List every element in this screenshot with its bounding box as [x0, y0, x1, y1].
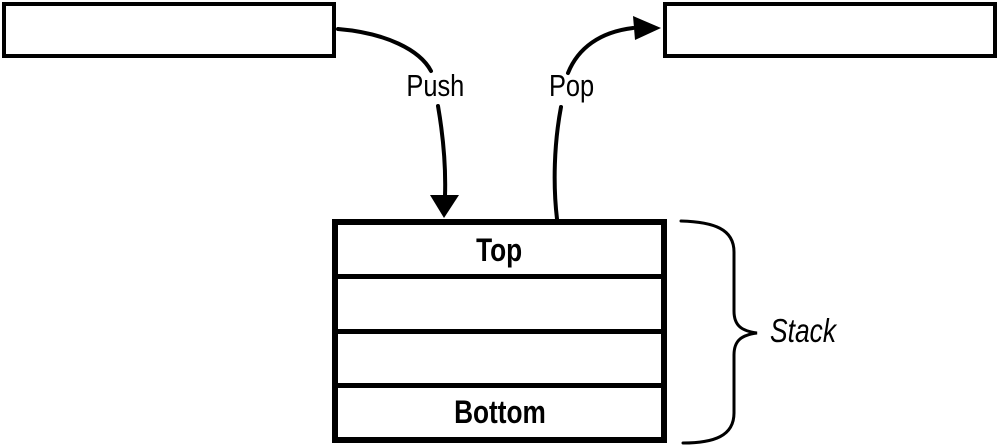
push-arrow-curve-upper — [336, 27, 433, 73]
push-label: Push — [375, 70, 495, 101]
stack-row-empty-1 — [338, 279, 661, 334]
pop-label: Pop — [512, 70, 632, 101]
stack-row-bottom-label: Bottom — [453, 394, 546, 431]
stack-row-bottom: Bottom — [338, 387, 661, 437]
stack-brace-label-text: Stack — [770, 312, 837, 350]
stack-brace — [679, 219, 758, 445]
stack-row-top: Top — [338, 225, 661, 280]
stack-row-empty-2 — [338, 333, 661, 388]
push-source-box — [2, 2, 336, 58]
pop-arrow-curve-lower — [552, 105, 563, 221]
stack-box: Top Bottom — [332, 219, 667, 443]
push-arrow-curve-lower — [436, 104, 448, 198]
stack-brace-label: Stack — [770, 314, 853, 347]
pop-arrowhead-icon — [633, 16, 661, 40]
push-label-text: Push — [406, 68, 464, 103]
pop-arrow-curve-upper — [566, 26, 635, 75]
pop-label-text: Pop — [549, 68, 595, 103]
push-arrowhead-icon — [430, 195, 459, 218]
stack-row-top-label: Top — [476, 231, 523, 268]
pop-destination-box — [663, 2, 997, 58]
